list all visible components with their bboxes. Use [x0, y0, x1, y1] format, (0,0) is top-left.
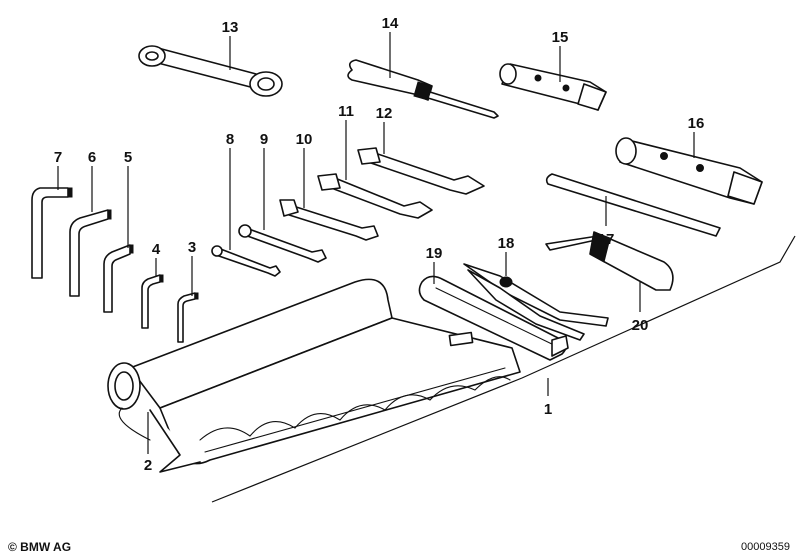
hex-key-3 [177, 292, 199, 343]
leader-lines [57, 32, 695, 454]
callout-20: 20 [632, 317, 649, 334]
callout-4: 4 [152, 241, 161, 258]
screwdriver-14 [347, 59, 499, 119]
open-end-wrench-10 [279, 199, 379, 241]
ring-spanner-13 [138, 45, 283, 97]
open-end-wrench-9 [238, 224, 327, 263]
box-wrench-16 [615, 137, 763, 205]
callout-5: 5 [124, 149, 132, 166]
hex-key-5 [103, 244, 134, 313]
callout-2: 2 [144, 457, 152, 474]
callout-16: 16 [688, 115, 705, 132]
callout-19: 19 [426, 245, 443, 262]
callout-13: 13 [222, 19, 239, 36]
callout-3: 3 [188, 239, 196, 256]
tool-roll [107, 278, 521, 473]
copyright-text: © BMW AG [8, 540, 72, 554]
tommy-bar-17 [545, 173, 721, 237]
callout-11: 11 [338, 103, 354, 120]
callout-14: 14 [382, 15, 399, 32]
callout-9: 9 [260, 131, 268, 148]
callout-1: 1 [544, 401, 552, 418]
tool-tray-outline [211, 235, 796, 503]
box-wrench-15 [499, 63, 607, 111]
pliers-18 [463, 263, 609, 341]
open-end-wrench-8 [211, 245, 281, 277]
callout-7: 7 [54, 149, 62, 166]
document-number: 00009359 [741, 541, 790, 553]
hex-key-4 [141, 274, 164, 329]
open-end-wrench-11 [317, 173, 433, 219]
callout-15: 15 [552, 29, 569, 46]
callout-numbers: 13 14 15 16 17 18 19 20 1 2 3 4 5 6 7 8 … [54, 15, 705, 474]
open-end-wrench-12 [357, 147, 485, 195]
hex-key-6 [69, 209, 112, 297]
callout-12: 12 [376, 105, 393, 122]
screwdriver-20 [545, 231, 674, 291]
callout-17: 17 [598, 231, 615, 248]
socket-bar-19 [418, 275, 569, 361]
callout-6: 6 [88, 149, 96, 166]
hex-key-7 [31, 187, 73, 279]
callout-8: 8 [226, 131, 234, 148]
callout-18: 18 [498, 235, 515, 252]
callout-10: 10 [296, 131, 313, 148]
